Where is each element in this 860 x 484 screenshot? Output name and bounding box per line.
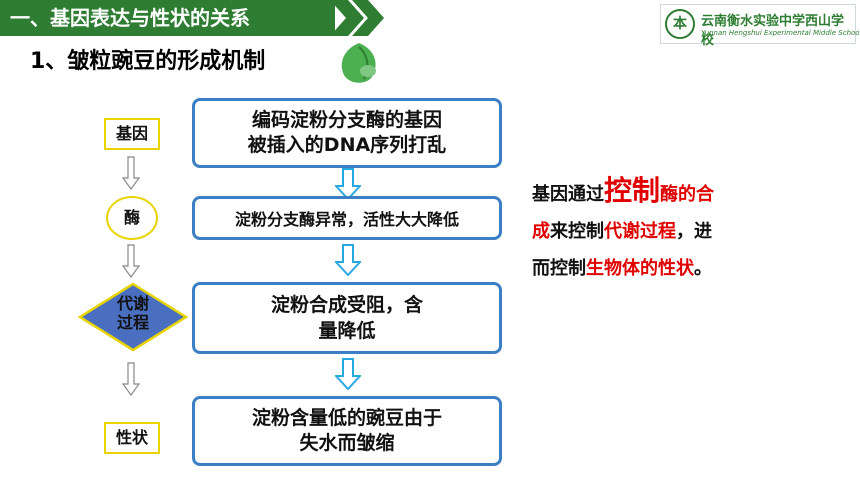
explain-part: 而控制 (532, 258, 586, 279)
down-arrow-icon (335, 358, 361, 390)
school-name: 云南衡水实验中学西山学校 (701, 14, 845, 48)
box4-line2: 失水而皱缩 (299, 432, 395, 454)
explain-highlight: 代谢过程 (604, 221, 676, 242)
explain-highlight: 酶的合 (660, 184, 715, 205)
explain-highlight: 成 (532, 221, 550, 242)
chevron-right-icon (330, 0, 384, 36)
step-box-pea-wrinkled: 淀粉含量低的豌豆由于 失水而皱缩 (192, 396, 502, 466)
label-metabolic-process: 代谢 过程 (78, 294, 188, 332)
explain-part: ，进 (676, 221, 712, 242)
label-enzyme: 酶 (106, 196, 158, 240)
explanation-text: 基因通过控制酶的合 成来控制代谢过程，进 而控制生物体的性状。 (532, 172, 842, 287)
box1-line1: 编码淀粉分支酶的基因 (251, 109, 442, 131)
label-process-line2: 过程 (116, 313, 149, 332)
box3-line1: 淀粉合成受阻，含 (270, 294, 423, 316)
label-gene: 基因 (104, 118, 160, 150)
step-box-gene-disrupted: 编码淀粉分支酶的基因 被插入的DNA序列打乱 (192, 98, 502, 168)
page-title: 1、皱粒豌豆的形成机制 (30, 49, 266, 74)
school-logo: 本 云南衡水实验中学西山学校 Yunnan Hengshui Experimen… (660, 4, 860, 48)
school-emblem-icon: 本 (665, 9, 695, 39)
label-trait: 性状 (104, 422, 160, 454)
down-arrow-icon (335, 244, 361, 276)
explain-part: 来控制 (550, 221, 604, 242)
box4-line1: 淀粉含量低的豌豆由于 (251, 407, 442, 429)
explain-highlight: 控制 (604, 174, 661, 207)
label-process-line1: 代谢 (116, 294, 149, 313)
down-arrow-icon (122, 244, 140, 278)
step-box-enzyme-abnormal: 淀粉分支酶异常，活性大大降低 (192, 196, 502, 240)
process-diamond (78, 282, 188, 352)
box1-line2: 被插入的DNA序列打乱 (247, 134, 447, 156)
explain-part: 。 (694, 258, 712, 279)
down-arrow-icon (335, 168, 361, 200)
step-box-starch-reduced: 淀粉合成受阻，含 量降低 (192, 282, 502, 354)
explain-part: 基因通过 (532, 184, 604, 205)
school-name-english: Yunnan Hengshui Experimental Middle Scho… (701, 29, 860, 37)
box3-line2: 量降低 (318, 320, 376, 342)
down-arrow-icon (122, 156, 140, 190)
down-arrow-icon (122, 362, 140, 396)
explain-highlight: 生物体的性状 (586, 258, 694, 279)
pea-leaf-icon (341, 43, 376, 83)
section-banner: 一、基因表达与性状的关系 (0, 0, 335, 36)
